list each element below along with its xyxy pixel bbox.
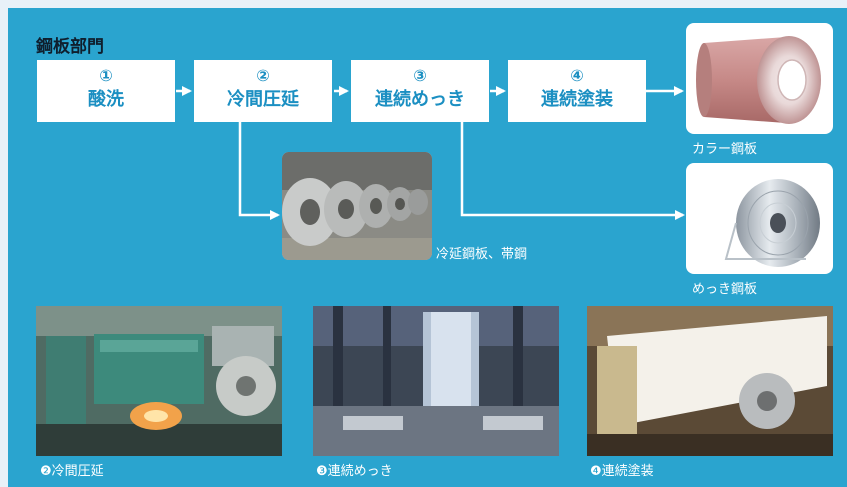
step-coating: ④ 連続塗装 [508,60,646,122]
color-steel-image [686,23,833,134]
step-label: 冷間圧延 [227,89,299,110]
color-steel-label: カラー鋼板 [692,142,758,157]
cold-rolling-caption: ❷冷間圧延 [40,464,104,479]
step-plating: ③ 連続めっき [351,60,489,122]
step-number: ② [256,66,270,85]
cold-rolled-coils-graphic [282,152,432,260]
cold-rolling-mill-graphic [36,306,282,456]
coating-photo [587,306,833,456]
color-coil-graphic [696,36,821,124]
plating-caption: ❸連続めっき [316,464,393,479]
cold-rolled-image [282,152,432,260]
coating-caption: ❹連続塗装 [590,464,654,479]
step-number: ③ [413,66,427,85]
step-cold-rolling: ② 冷間圧延 [194,60,332,122]
step-number: ① [99,66,113,85]
step-label: 連続塗装 [541,89,613,110]
plating-photo [313,306,559,456]
plating-line-graphic [313,306,559,456]
step-label: 連続めっき [375,89,465,110]
section-title: 鋼板部門 [36,37,104,57]
plated-steel-image [686,163,833,274]
arrow-3-plated [460,122,685,220]
arrow-2-coldrolled [238,122,280,220]
cold-rolling-photo [36,306,282,456]
coating-line-graphic [587,306,833,456]
cold-rolled-label: 冷延鋼板、帯鋼 [436,247,528,262]
plated-coil-graphic [724,179,820,267]
step-pickling: ① 酸洗 [37,60,175,122]
step-number: ④ [570,66,584,85]
plated-steel-label: めっき鋼板 [692,282,758,297]
step-label: 酸洗 [88,89,124,110]
